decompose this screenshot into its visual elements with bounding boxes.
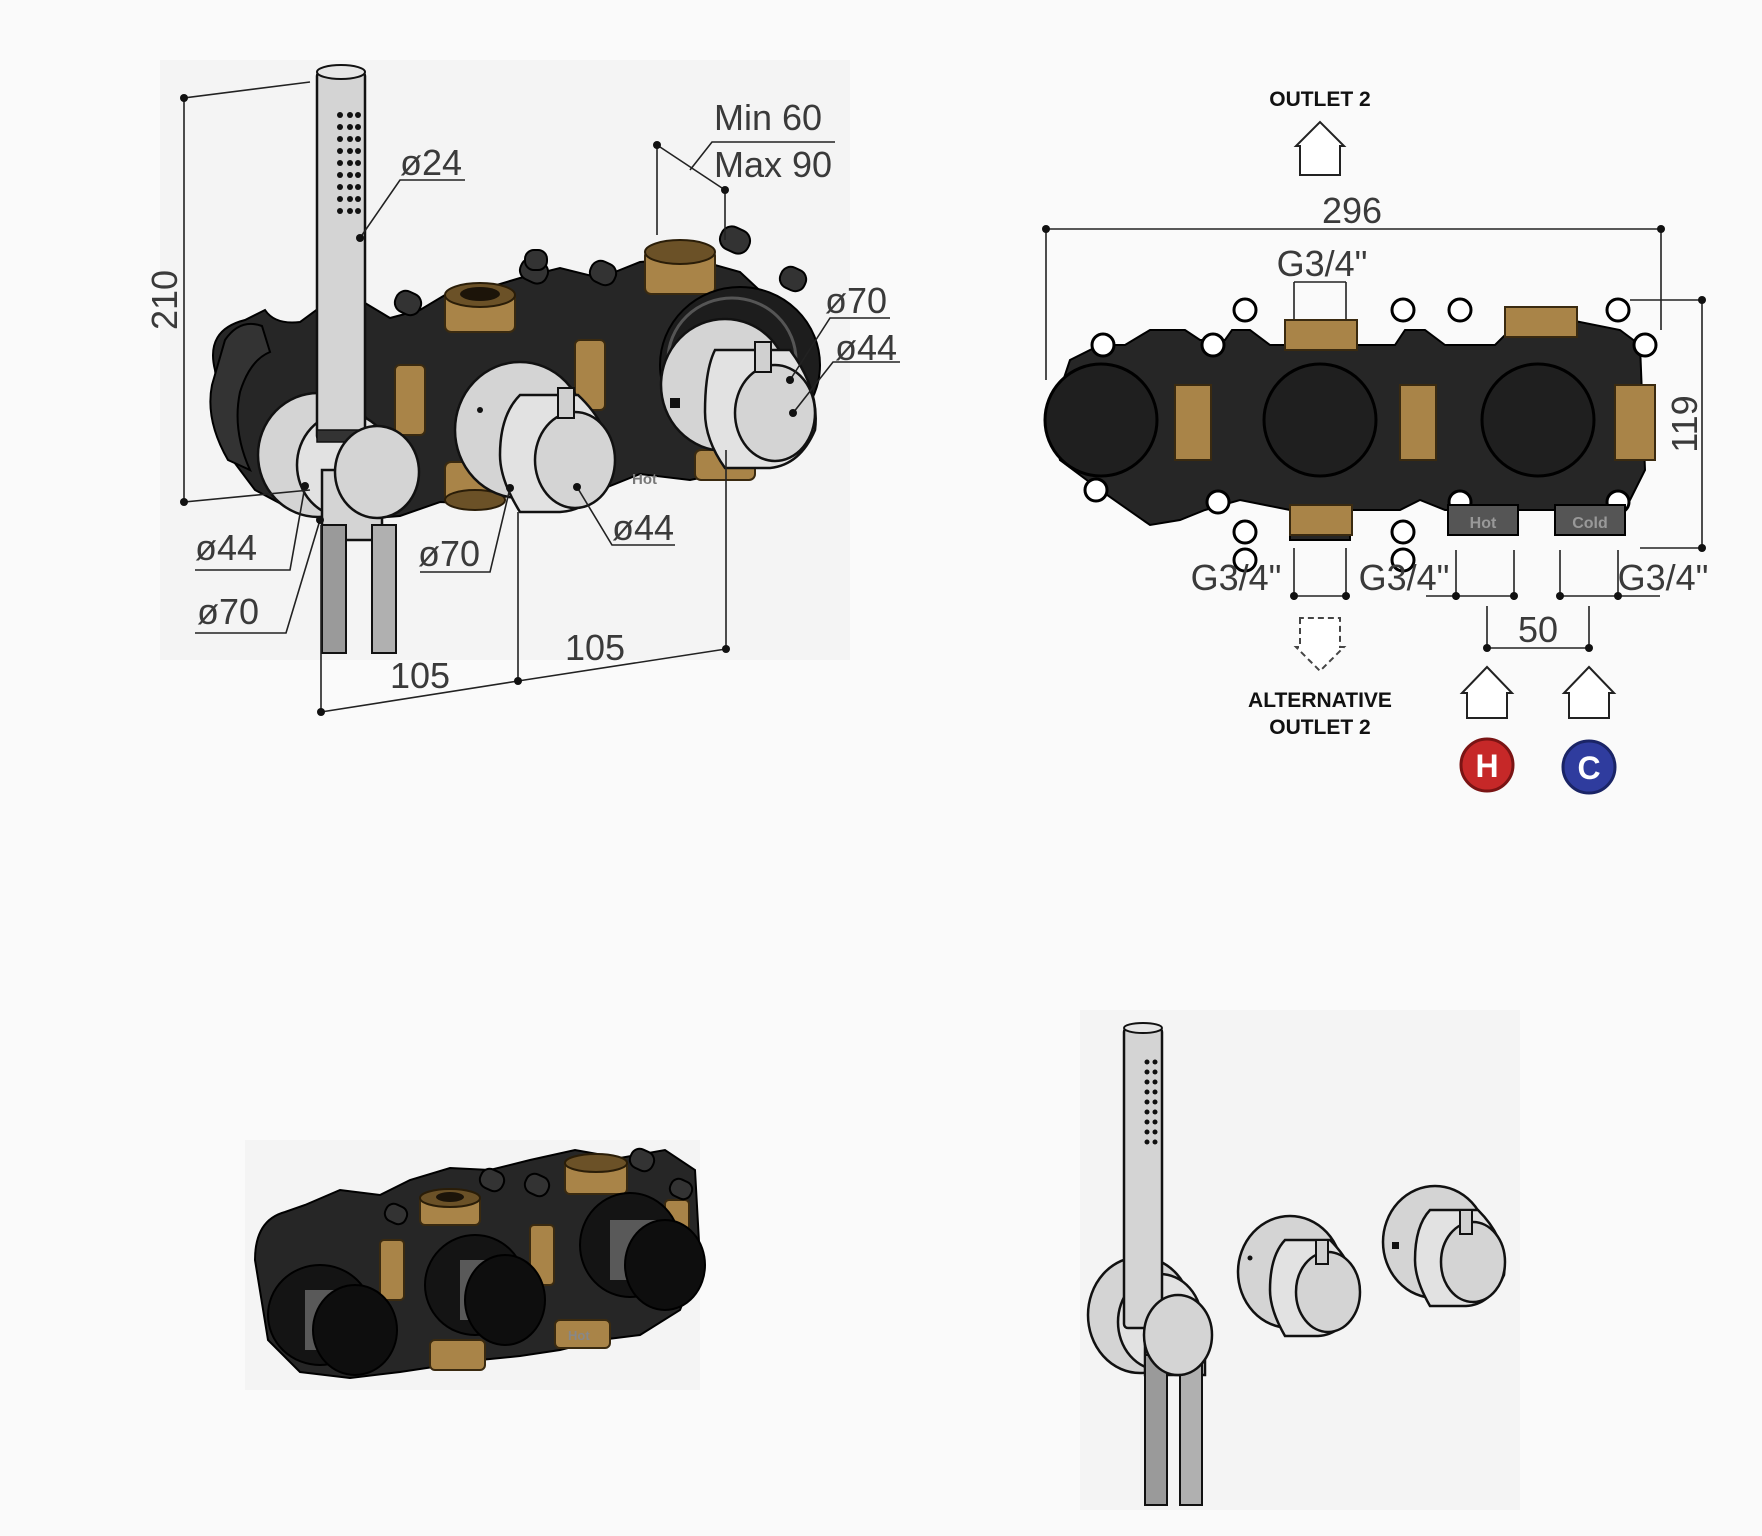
iso-dimension-lines [180, 81, 900, 716]
bottom-thread-mid: G3/4" [1359, 557, 1450, 598]
outlet-2-arrow [1293, 120, 1347, 176]
mid-outer-diameter: ø70 [418, 533, 480, 574]
top-thread-dimension: G3/4" [1277, 243, 1368, 284]
alternative-outlet-arrow [1293, 617, 1347, 673]
cold-inlet-arrow [1561, 665, 1617, 719]
front-view: OUTLET 2 296 G3/4" 119 [1042, 88, 1709, 795]
mid-knob-diameter: ø44 [612, 507, 674, 548]
front-hot-marking: Hot [1470, 515, 1497, 532]
left-knob-diameter: ø44 [195, 527, 257, 568]
body-width-dimension: 296 [1322, 190, 1382, 231]
bottom-thread-left: G3/4" [1191, 557, 1282, 598]
trim-right-thermostat[interactable] [1381, 1184, 1507, 1308]
right-knob[interactable] [733, 363, 817, 463]
iso-height-dimension: 210 [144, 270, 185, 330]
hot-inlet-arrow [1459, 665, 1515, 719]
spacing-right: 105 [565, 627, 625, 668]
trim-hand-shower[interactable] [1122, 1022, 1214, 1377]
right-lever[interactable] [754, 341, 772, 373]
finished-trim-set [1080, 1010, 1520, 1510]
hand-shower[interactable] [315, 64, 421, 520]
hot-badge: H [1459, 737, 1515, 793]
trim-middle-thermostat[interactable] [1236, 1214, 1362, 1338]
render-bolts [383, 1147, 694, 1226]
right-knob-diameter: ø44 [835, 327, 897, 368]
render-cartridges [267, 1192, 706, 1376]
holder-knob[interactable] [333, 424, 421, 520]
mounting-ear-left [209, 322, 272, 473]
outlet-2-label: OUTLET 2 [1269, 88, 1371, 111]
hand-shower-diameter: ø24 [400, 142, 462, 183]
iso-hot-marking: Hot [632, 471, 657, 488]
mid-lever[interactable] [557, 387, 575, 419]
trim-spray-holes [1144, 1059, 1158, 1145]
cold-badge-letter: C [1577, 750, 1600, 786]
concealed-body-render: Hot [245, 1140, 706, 1390]
front-cartridge-mid [1262, 362, 1378, 478]
front-brass-connectors [1174, 306, 1656, 536]
front-cartridge-right [1480, 362, 1596, 478]
body-height-dimension: 119 [1664, 395, 1705, 452]
front-cold-marking: Cold [1572, 515, 1608, 532]
shower-spray-holes [337, 112, 361, 214]
render-hot-marking: Hot [568, 1328, 590, 1343]
trim-holder-knob[interactable] [1142, 1293, 1214, 1377]
alternative-outlet-label-line2: OUTLET 2 [1269, 716, 1371, 739]
spacing-left: 105 [390, 655, 450, 696]
middle-thermostat-trim[interactable] [453, 360, 617, 514]
cold-badge: C [1561, 739, 1617, 795]
bottom-thread-right: G3/4" [1618, 557, 1709, 598]
hot-badge-letter: H [1475, 748, 1498, 784]
brass-fittings [394, 239, 791, 511]
alternative-outlet-label-line1: ALTERNATIVE [1248, 689, 1392, 712]
inlet-spacing-dimension: 50 [1518, 609, 1558, 650]
mid-knob[interactable] [533, 410, 617, 510]
trim-hose-right [1179, 1354, 1203, 1506]
iso-assembly-view: Hot [144, 60, 900, 716]
right-outer-diameter: ø70 [825, 280, 887, 321]
right-thermostat-trim[interactable] [659, 317, 817, 470]
depth-min: Min 60 [714, 97, 822, 138]
depth-max: Max 90 [714, 144, 832, 185]
shower-hose [321, 524, 397, 654]
left-outer-diameter: ø70 [197, 591, 259, 632]
trim-hose-left [1144, 1354, 1168, 1506]
mounting-bolts [393, 225, 808, 317]
front-cartridge-left [1043, 362, 1159, 478]
